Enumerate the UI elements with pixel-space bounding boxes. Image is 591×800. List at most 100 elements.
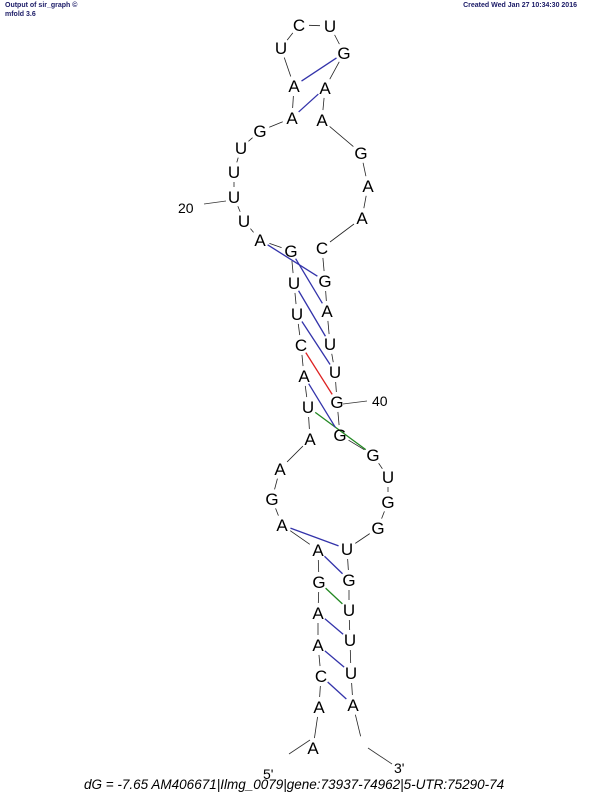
backbone-segment [308,416,310,430]
backbone-segment [322,97,325,111]
position-20-label: 20 [178,200,194,216]
nucleotide: U [302,398,314,417]
backbone-segment [248,137,253,142]
nucleotide: G [312,573,325,592]
backbone-segment [378,463,383,469]
backbone-segment [294,292,297,305]
header-left: Output of sir_graph © mfold 3.6 [5,1,77,19]
nucleotide: G [342,571,355,590]
nucleotide: U [324,335,336,354]
nucleotide: U [345,664,357,683]
base-pair-bond [305,352,333,395]
position-40-label: 40 [372,393,388,409]
base-pair-bond [327,681,347,700]
nucleotide: A [307,739,319,758]
backbone-segment [314,716,318,739]
base-pair-bond [324,618,344,635]
nucleotide: G [371,519,384,538]
nucleotide: G [337,44,350,63]
backbone-segment [381,511,385,519]
backbone-segment [354,714,362,737]
base-pair-bonds [267,57,367,700]
nucleotide: U [275,39,287,58]
base-pair-bond [325,587,343,605]
base-pair-bond [267,244,318,277]
nucleotide: A [347,696,359,715]
base-pair-bond [290,527,339,547]
pos40-tick [342,400,368,405]
creation-timestamp: Created Wed Jan 27 10:34:30 2016 [463,2,577,9]
pos20-tick [203,200,227,205]
backbone-segment [329,61,340,80]
nucleotide: U [235,139,247,158]
backbone-segment [292,95,294,109]
nucleotide: A [286,109,298,128]
nucleotide: U [329,363,341,382]
base-pair-bond [314,411,367,451]
nucleotide: C [293,16,305,35]
backbone-segment [319,685,321,698]
nucleotide: U [344,631,356,650]
nucleotide: A [316,111,328,130]
backbone-segment [335,381,337,393]
base-pair-bond [324,650,345,668]
three-prime-label: 3' [394,760,404,776]
backbone-segment [236,157,239,163]
base-pair-bond [301,57,337,82]
nucleotide: A [254,231,266,250]
nucleotide: G [318,272,331,291]
nucleotide: G [381,493,394,512]
base-pair-bond [301,321,331,365]
base-pair-bond [308,383,336,428]
backbone-segment [304,385,308,398]
backbone-segment [274,478,278,490]
three-prime-tick [367,747,393,765]
nucleotide: A [312,636,324,655]
backbone-segment [334,34,340,45]
backbone-segment [289,530,311,545]
nucleotide: A [304,430,316,449]
base-pair-bond [298,290,326,337]
backbone-segment [286,445,304,463]
backbone-segment [250,228,254,233]
five-prime-tick [288,739,311,755]
nucleotide: G [354,144,367,163]
nucleotide: G [284,242,297,261]
nucleotide: A [274,460,286,479]
nucleotide: U [288,274,300,293]
backbone-segment [237,206,241,212]
nucleotide: U [341,540,353,559]
nucleotide: C [295,336,307,355]
backbone-segment [269,242,282,249]
base-pair-bond [295,258,323,304]
backbone-segment [363,195,367,209]
backbone-segment [351,682,353,696]
backbone-segment [322,257,325,272]
header-right: Created Wed Jan 27 10:34:30 2016 [463,1,577,10]
nucleotide: U [238,212,250,231]
program-title: Output of sir_graph © [5,2,78,9]
backbone-segment [301,354,304,367]
nucleotide: U [228,163,240,182]
nucleotide: G [265,490,278,509]
backbone-segment [347,558,349,571]
backbone-segment [318,654,321,667]
nucleotide: G [253,122,266,141]
program-version: mfold 3.6 [5,11,36,18]
nucleotide: A [298,367,310,386]
nucleotide: A [313,698,325,717]
backbone-lines [233,24,389,739]
nucleotide: C [315,667,327,686]
five-prime-label: 5' [263,766,273,782]
nucleotide: A [276,516,288,535]
backbone-segment [325,290,327,302]
nucleotide: A [288,77,300,96]
nucleotide: G [366,446,379,465]
nucleotide: C [316,239,328,258]
backbone-segment [337,411,340,426]
backbone-segment [331,353,334,363]
backbone-segment [362,162,367,177]
backbone-segment [275,508,279,516]
